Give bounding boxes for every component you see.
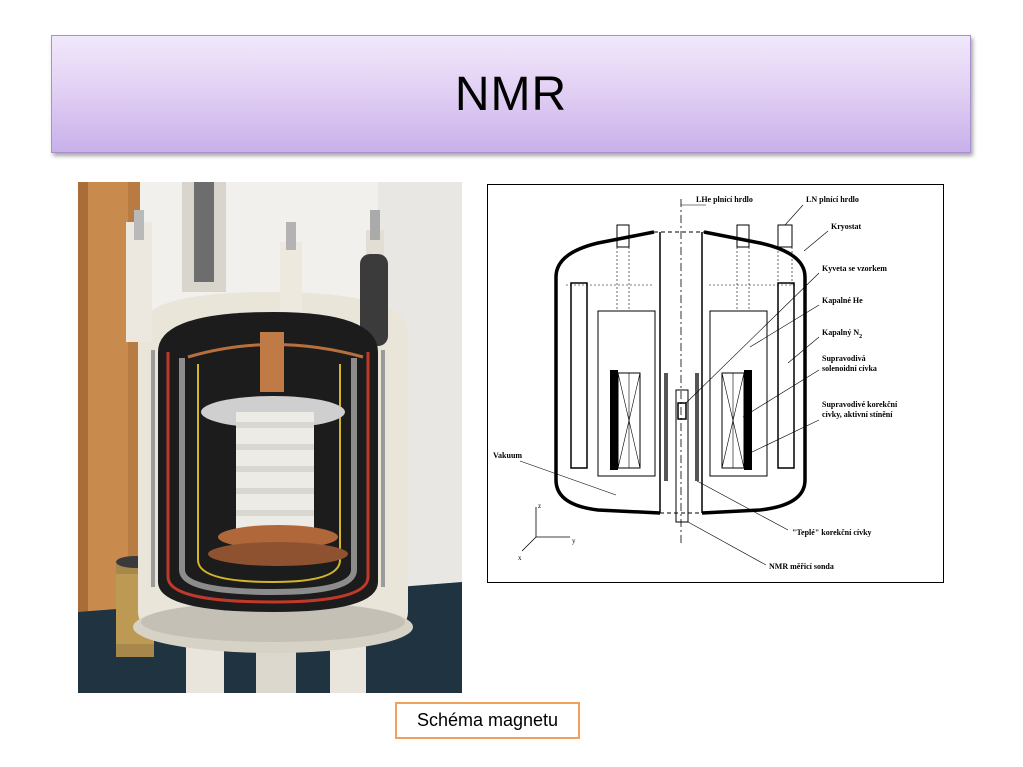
axis-y-label: y	[572, 537, 576, 545]
label-probe: NMR měřicí sonda	[769, 562, 834, 571]
label-coil-line1: Supravodivá	[822, 354, 866, 363]
label-shim-line1: Supravodivé korekční	[822, 400, 898, 409]
label-warm-shims: "Teplé" korekční cívky	[792, 528, 872, 537]
magnet-schematic: LHe plnící hrdlo LN plnící hrdlo Kryosta…	[487, 184, 944, 583]
label-shim-line2: cívky, aktivní stínění	[822, 410, 893, 419]
label-lhe-neck: LHe plnící hrdlo	[696, 195, 753, 204]
caption-box: Schéma magnetu	[395, 702, 580, 739]
label-cryostat: Kryostat	[831, 222, 862, 231]
label-coil-line2: solenoidní cívka	[822, 364, 877, 373]
caption-text: Schéma magnetu	[416, 710, 559, 730]
label-liquid-n2: Kapalný N2	[822, 328, 862, 340]
label-cuvette: Kyveta se vzorkem	[822, 264, 887, 273]
label-liquid-n2-text: Kapalný N	[822, 328, 859, 337]
axis-z-label: z	[538, 502, 541, 510]
axis-x-label: x	[518, 554, 522, 562]
cryostat-left-wall	[554, 230, 661, 515]
magnet-photo	[78, 182, 462, 693]
label-vacuum: Vakuum	[493, 451, 522, 460]
label-ln-neck: LN plnící hrdlo	[806, 195, 859, 204]
magnet-photo-illustration	[78, 182, 462, 693]
title-bar: NMR	[51, 35, 971, 153]
slide-title: NMR	[454, 67, 568, 121]
label-liquid-he: Kapalné He	[822, 296, 863, 305]
axis-x-line	[521, 536, 537, 552]
magnet-schematic-svg: LHe plnící hrdlo LN plnící hrdlo Kryosta…	[493, 195, 898, 571]
label-liquid-n2-sub: 2	[859, 334, 862, 340]
